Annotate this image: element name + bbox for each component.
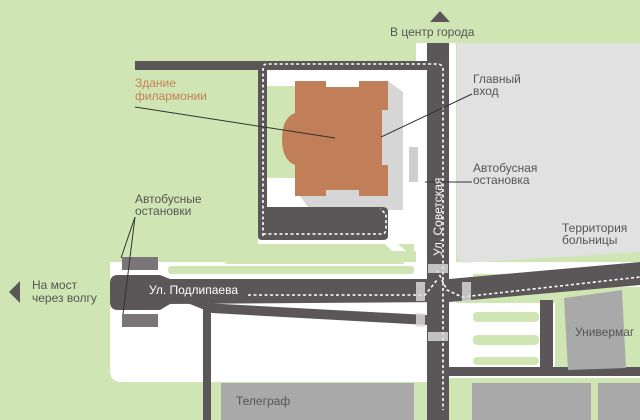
hospital-territory (457, 43, 640, 263)
bus-shelter (409, 147, 418, 182)
pointer-lines (120, 93, 473, 315)
roads (110, 43, 640, 420)
philharmonic-building (282, 81, 388, 196)
block-bottom-right-1 (472, 383, 591, 420)
bus-stop-south (122, 314, 158, 327)
bus-stops-label-1: Автобусные (135, 192, 202, 206)
bus-stop-north (122, 257, 158, 270)
bus-stop-label-1: Автобусная (473, 161, 537, 175)
block-bottom-right-2 (598, 383, 640, 420)
bridge-label-1: На мост (32, 278, 78, 292)
hospital-label-1: Территория (562, 221, 627, 235)
telegraph-building (221, 383, 414, 420)
main-entrance-label-2: вход (473, 84, 499, 98)
bus-stop-label-2: остановка (473, 173, 530, 187)
triangle-up-icon[interactable] (430, 11, 450, 22)
main-entrance-label-1: Главный (473, 72, 521, 86)
univermag-building (564, 290, 626, 370)
philharmonic-label-2: филармонии (135, 89, 207, 103)
crosswalks (416, 264, 471, 341)
bridge-label-2: через волгу (32, 291, 97, 305)
philharmonic-label-1: Здание (135, 76, 176, 90)
triangle-left-icon[interactable] (9, 281, 20, 303)
telegraph-label: Телеграф (236, 394, 290, 408)
univermag-label: Универмаг (575, 325, 635, 339)
bus-stops-label-2: остановки (135, 204, 191, 218)
hospital-label-2: больницы (562, 233, 617, 247)
to-center-label: В центр города (390, 25, 475, 39)
street-podlipaeva-label: Ул. Подлипаева (149, 283, 238, 297)
street-sovetskaya-label: Ул. Советская (431, 178, 445, 256)
